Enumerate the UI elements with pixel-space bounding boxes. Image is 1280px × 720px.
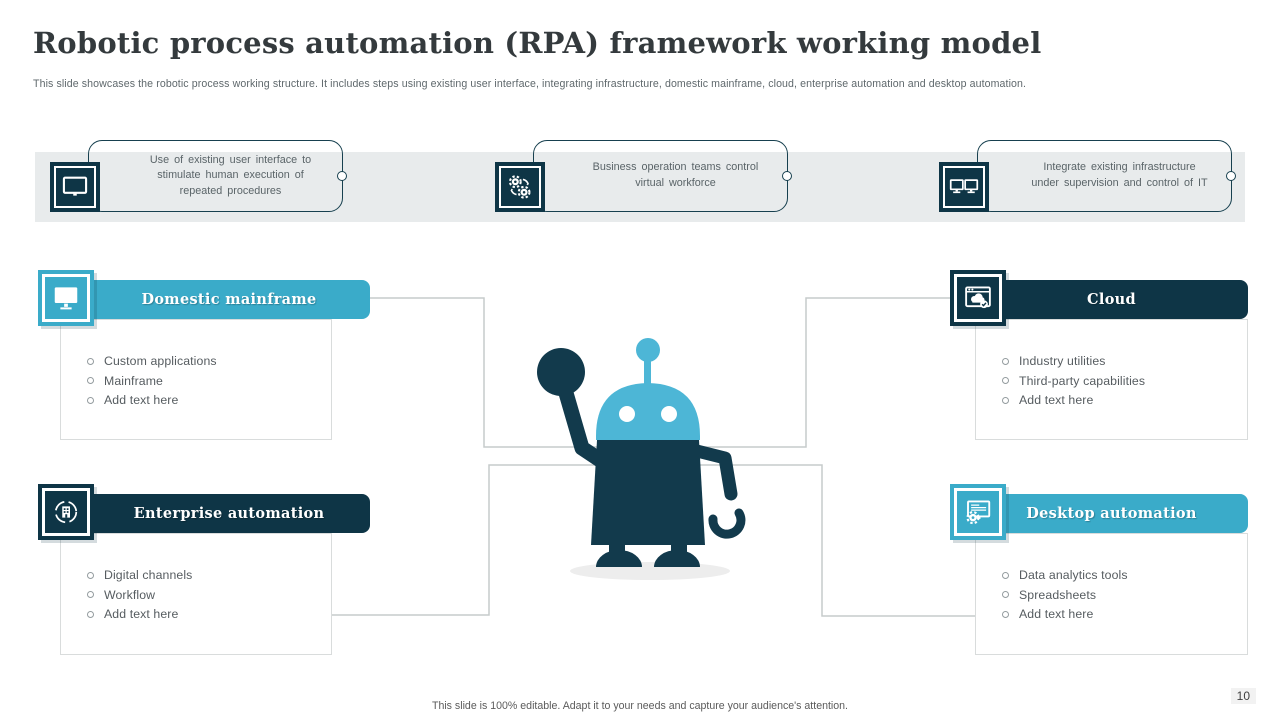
bullet-circle-icon [1002,591,1009,598]
bullet-text: Add text here [104,607,179,621]
lower-connector-line [332,464,975,617]
list-item: Custom applications [87,354,321,368]
card-body: Digital channels Workflow Add text here [60,533,332,655]
bullet-text: Industry utilities [1019,354,1106,368]
list-item: Data analytics tools [1002,568,1237,582]
process-gears-icon [495,162,545,212]
page-subtitle: This slide showcases the robotic process… [33,78,1027,90]
bullet-text: Mainframe [104,373,163,388]
footer-note: This slide is 100% editable. Adapt it to… [431,700,849,712]
card-title-bar: Desktop automation [975,494,1248,533]
bullet-text: Digital channels [104,568,193,582]
bullet-circle-icon [87,357,94,365]
callout-text: Integrate existing infrastructure under … [1031,161,1208,189]
desktop-gear-icon [950,484,1006,540]
top-band [35,152,1245,222]
bullet-text: Custom applications [104,354,217,368]
monitor-icon [50,162,100,212]
bullet-circle-icon [87,396,94,404]
callout-bubble: Integrate existing infrastructure under … [977,140,1232,212]
card-body: Industry utilities Third-party capabilit… [975,319,1248,440]
callout-text: Use of existing user interface to stimul… [149,153,312,197]
list-item: Mainframe [87,374,321,388]
connector-node-icon [1226,171,1236,181]
monitor-icon [38,270,94,326]
upper-connector-line [332,297,952,448]
card-title-bar: Enterprise automation [88,494,370,533]
robot-illustration [537,338,746,580]
bullet-circle-icon [1002,357,1009,365]
callout-bubble: Business operation teams control virtual… [533,140,788,212]
list-item: Add text here [1002,393,1237,407]
page-title: Robotic process automation (RPA) framewo… [33,26,1042,60]
card-title-bar: Cloud [975,280,1248,319]
bullet-text: Add text here [1019,393,1094,407]
card-title: Cloud [1087,291,1136,308]
bullet-circle-icon [1002,396,1009,404]
list-item: Add text here [87,393,321,407]
page-number: 10 [1230,688,1256,704]
dual-monitor-icon [939,162,989,212]
list-item: Industry utilities [1002,354,1237,368]
connector-node-icon [337,171,347,181]
bullet-circle-icon [87,591,94,598]
list-item: Spreadsheets [1002,588,1237,602]
bullet-circle-icon [87,571,94,579]
bullet-circle-icon [1002,571,1009,579]
bullet-circle-icon [1002,377,1009,384]
card-title: Enterprise automation [133,505,325,522]
bullet-text: Data analytics tools [1019,568,1128,582]
enterprise-building-icon [38,484,94,540]
card-title: Domestic mainframe [141,291,317,308]
list-item: Digital channels [87,568,321,582]
connector-node-icon [782,171,792,181]
list-item: Add text here [1002,607,1237,621]
card-body: Custom applications Mainframe Add text h… [60,319,332,440]
callout-text: Business operation teams control virtual… [592,161,759,189]
bullet-circle-icon [87,377,94,384]
list-item: Workflow [87,588,321,602]
cloud-window-icon [950,270,1006,326]
bullet-text: Add text here [104,393,179,407]
card-body: Data analytics tools Spreadsheets Add te… [975,533,1248,655]
bullet-text: Third-party capabilities [1019,373,1146,388]
list-item: Third-party capabilities [1002,374,1237,388]
card-title-bar: Domestic mainframe [88,280,370,319]
bullet-text: Spreadsheets [1019,587,1097,602]
bullet-text: Workflow [104,587,156,602]
list-item: Add text here [87,607,321,621]
bullet-text: Add text here [1019,607,1094,621]
bullet-circle-icon [87,610,94,618]
callout-bubble: Use of existing user interface to stimul… [88,140,343,212]
bullet-circle-icon [1002,610,1009,618]
card-title: Desktop automation [1026,505,1197,522]
